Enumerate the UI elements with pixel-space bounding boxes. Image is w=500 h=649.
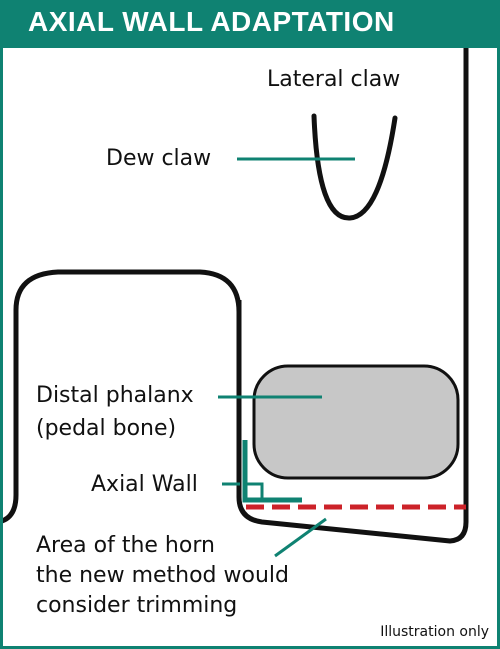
pedal-bone-label: (pedal bone) bbox=[36, 416, 177, 441]
distal-phalanx-bone bbox=[252, 364, 460, 480]
dew-claw-shape bbox=[311, 113, 398, 221]
trim-area-label-line3: consider trimming bbox=[36, 593, 238, 618]
medial-claw-outline bbox=[3, 269, 242, 524]
page-title: AXIAL WALL ADAPTATION bbox=[28, 6, 395, 37]
lateral-claw-label: Lateral claw bbox=[267, 67, 401, 92]
footnote: Illustration only bbox=[380, 624, 489, 640]
lateral-claw-outline bbox=[236, 48, 469, 544]
right-angle-mark bbox=[245, 482, 264, 500]
trim-area-leader bbox=[274, 517, 327, 558]
axial-wall-label: Axial Wall bbox=[91, 472, 198, 497]
title-bar bbox=[3, 0, 497, 48]
dew-claw-label: Dew claw bbox=[106, 146, 212, 171]
distal-phalanx-label: Distal phalanx bbox=[36, 383, 194, 408]
trim-area-label-line2: the new method would bbox=[36, 563, 289, 588]
axial-wall-angle-marker bbox=[242, 440, 302, 503]
trim-area-label-line1: Area of the horn bbox=[36, 533, 215, 558]
